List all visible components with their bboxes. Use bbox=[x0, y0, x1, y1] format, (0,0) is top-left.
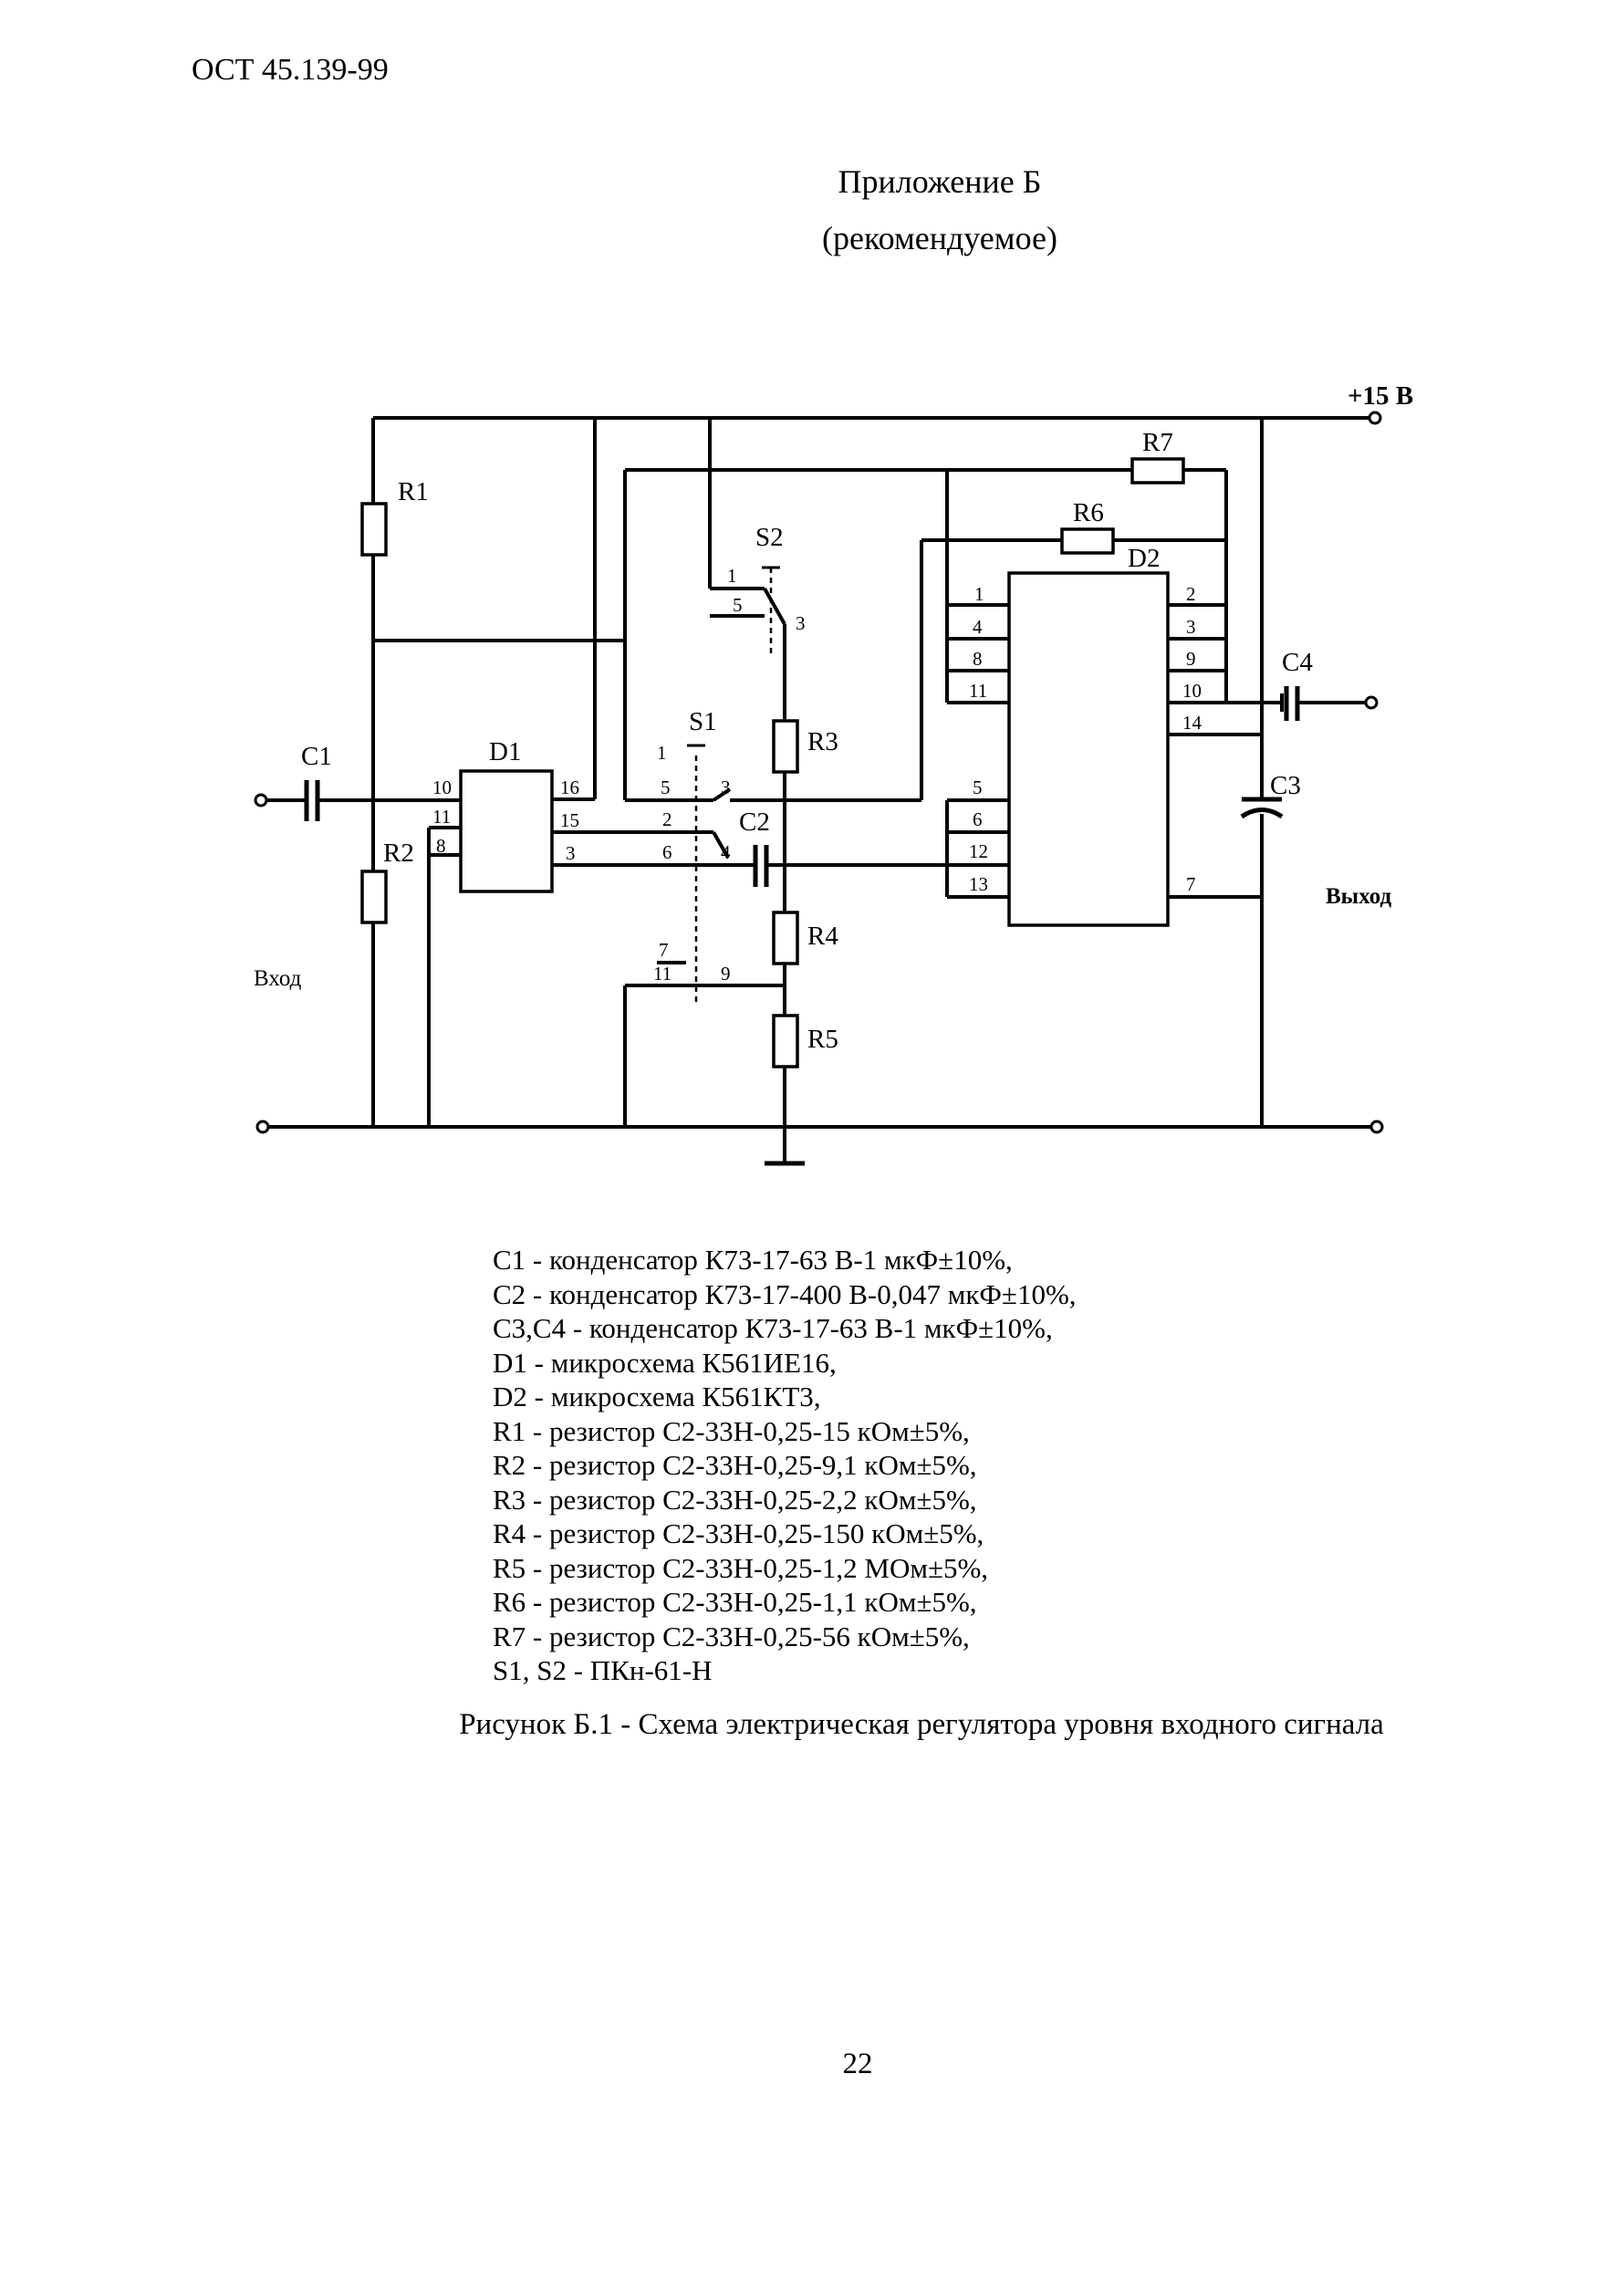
label-c3: C3 bbox=[1270, 771, 1301, 800]
figure-caption: Рисунок Б.1 - Схема электрическая регуля… bbox=[459, 1708, 1384, 1741]
resistor-r5-symbol bbox=[772, 1014, 799, 1068]
s2-pin-5: 5 bbox=[733, 594, 743, 616]
page-number: 22 bbox=[842, 2048, 873, 2080]
circuit-schematic: +15 В R1 R2 R3 R4 R5 R6 R7 C1 C2 C3 C4 D… bbox=[254, 381, 1413, 1166]
legend-item: R6 - резистор С2-33Н-0,25-1,1 кОм±5%, bbox=[493, 1586, 977, 1618]
label-d2: D2 bbox=[1128, 544, 1160, 573]
s1-pin-5: 5 bbox=[661, 776, 671, 798]
s1-pin-1: 1 bbox=[657, 742, 667, 764]
legend-item: R7 - резистор С2-33Н-0,25-56 кОм±5%, bbox=[493, 1620, 970, 1652]
label-r2: R2 bbox=[383, 839, 414, 868]
resistor-r4-symbol bbox=[772, 911, 799, 965]
resistor-r3-symbol bbox=[772, 719, 799, 774]
d2-pin-5: 5 bbox=[973, 776, 983, 798]
label-c4: C4 bbox=[1282, 648, 1313, 677]
d1-pin-10: 10 bbox=[432, 776, 452, 798]
label-r3: R3 bbox=[807, 727, 838, 756]
d1-pin-16: 16 bbox=[560, 776, 579, 798]
d2-pin-9: 9 bbox=[1186, 648, 1196, 670]
legend-item: C1 - конденсатор К73-17-63 В-1 мкФ±10%, bbox=[493, 1244, 1013, 1276]
d2-pin-4: 4 bbox=[973, 616, 983, 638]
ic-d2-block bbox=[1007, 571, 1170, 927]
supply-label: +15 В bbox=[1348, 381, 1413, 411]
input-label: Вход bbox=[254, 966, 302, 991]
s1-pin-7: 7 bbox=[659, 939, 669, 961]
supply-terminal bbox=[1368, 411, 1382, 425]
input-terminal bbox=[254, 793, 268, 808]
d1-pin-8: 8 bbox=[436, 835, 446, 857]
legend-item: R2 - резистор С2-33Н-0,25-9,1 кОм±5%, bbox=[493, 1449, 977, 1481]
d2-pin-6: 6 bbox=[973, 808, 983, 830]
d2-pin-12: 12 bbox=[969, 840, 988, 862]
output-label: Выход bbox=[1326, 884, 1392, 909]
legend-item: C3,C4 - конденсатор К73-17-63 В-1 мкФ±10… bbox=[493, 1312, 1053, 1344]
label-c1: C1 bbox=[301, 742, 332, 771]
appendix-subtitle: (рекомендуемое) bbox=[822, 220, 1057, 256]
label-r6: R6 bbox=[1073, 498, 1104, 527]
label-d1: D1 bbox=[489, 737, 521, 766]
legend-item: C2 - конденсатор К73-17-400 В-0,047 мкФ±… bbox=[493, 1277, 1077, 1310]
legend-item: D2 - микросхема К561КТ3, bbox=[493, 1381, 821, 1412]
resistor-r1-symbol bbox=[360, 502, 388, 557]
legend-item: R3 - резистор С2-33Н-0,25-2,2 кОм±5%, bbox=[493, 1483, 977, 1516]
d2-pin-7: 7 bbox=[1186, 873, 1196, 895]
d1-pin-15: 15 bbox=[560, 809, 579, 831]
s2-pin-3: 3 bbox=[796, 612, 806, 634]
output-ground-terminal bbox=[1369, 1120, 1384, 1134]
resistor-r2-symbol bbox=[360, 870, 388, 924]
input-ground-terminal bbox=[255, 1120, 270, 1134]
d2-pin-2: 2 bbox=[1186, 583, 1196, 605]
label-c2: C2 bbox=[739, 808, 770, 837]
d2-pin-13: 13 bbox=[969, 873, 988, 895]
s1-pin-2: 2 bbox=[662, 808, 672, 830]
label-s1: S1 bbox=[689, 707, 717, 736]
legend-item: R4 - резистор С2-33Н-0,25-150 кОм±5%, bbox=[493, 1517, 984, 1549]
output-terminal bbox=[1364, 695, 1379, 710]
ic-d1-block bbox=[459, 769, 554, 893]
document-code: ОСТ 45.139-99 bbox=[192, 53, 389, 87]
s1-pin-6: 6 bbox=[662, 841, 672, 863]
legend-item: R5 - резистор С2-33Н-0,25-1,2 МОм±5%, bbox=[493, 1551, 989, 1584]
d2-pin-1: 1 bbox=[974, 583, 984, 605]
legend-item: S1, S2 - ПКн-61-Н bbox=[493, 1654, 713, 1686]
d2-pin-10: 10 bbox=[1182, 680, 1202, 702]
s1-pin-3: 3 bbox=[721, 776, 731, 798]
s1-pin-11: 11 bbox=[653, 963, 671, 985]
s1-pin-4: 4 bbox=[721, 841, 731, 863]
label-s2: S2 bbox=[755, 523, 784, 552]
label-r4: R4 bbox=[807, 922, 838, 951]
appendix-title: Приложение Б bbox=[838, 163, 1042, 200]
s2-pin-1: 1 bbox=[727, 565, 737, 587]
label-r5: R5 bbox=[807, 1025, 838, 1054]
legend-item: D1 - микросхема К561ИЕ16, bbox=[493, 1346, 837, 1379]
d1-pin-11: 11 bbox=[432, 806, 451, 828]
resistor-r6-symbol bbox=[1060, 527, 1115, 555]
d2-pin-3: 3 bbox=[1186, 616, 1196, 638]
label-r7: R7 bbox=[1142, 428, 1173, 457]
d2-pin-14: 14 bbox=[1182, 712, 1202, 734]
d2-pin-11: 11 bbox=[969, 680, 987, 702]
legend-item: R1 - резистор С2-33Н-0,25-15 кОм±5%, bbox=[493, 1414, 970, 1447]
s1-pin-9: 9 bbox=[721, 963, 731, 985]
d1-pin-3: 3 bbox=[566, 842, 576, 864]
resistor-r7-symbol bbox=[1130, 457, 1185, 485]
component-legend: C1 - конденсатор К73-17-63 В-1 мкФ±10%, … bbox=[493, 1243, 1077, 1688]
d2-pin-8: 8 bbox=[973, 648, 983, 670]
label-r1: R1 bbox=[398, 477, 429, 506]
